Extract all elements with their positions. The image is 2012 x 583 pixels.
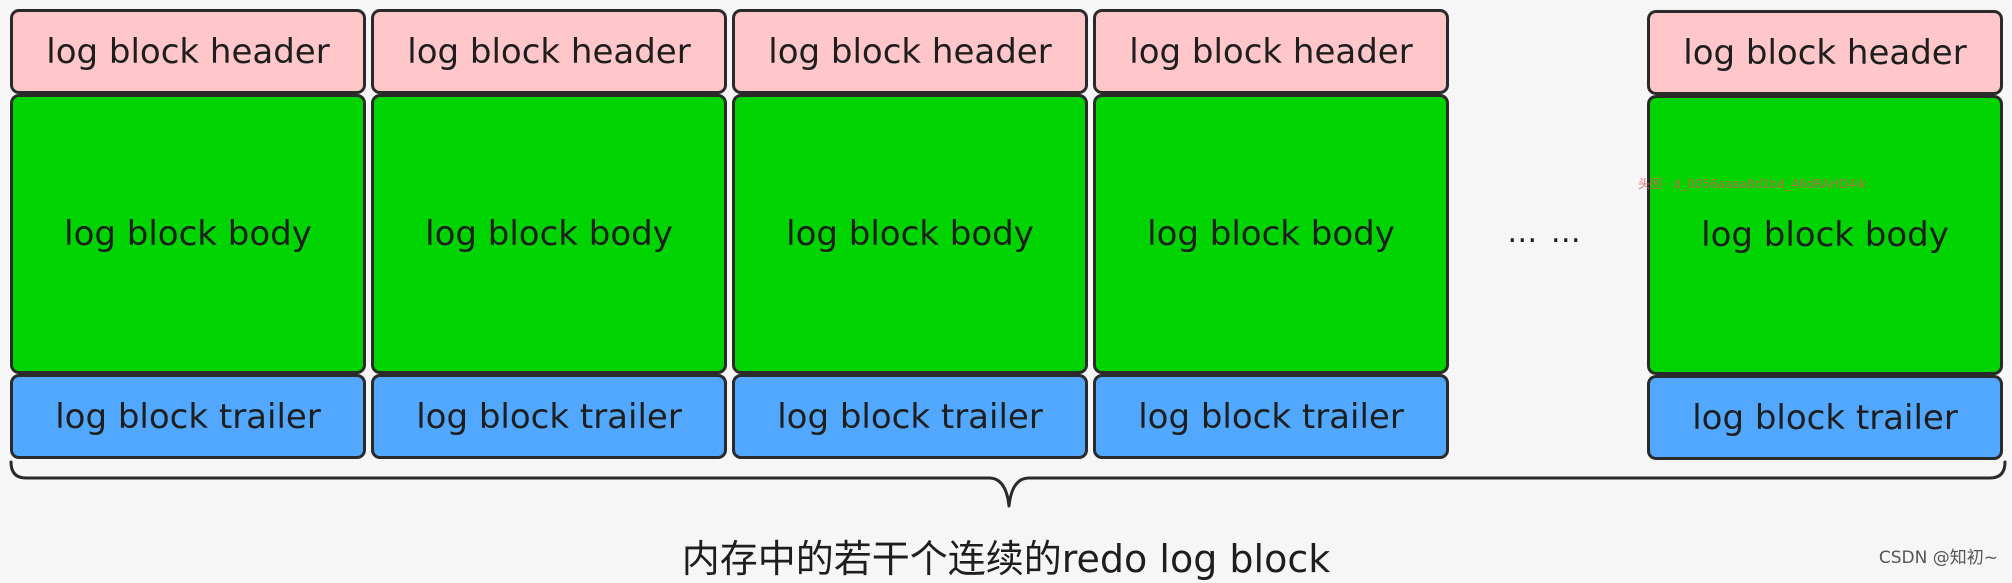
log-block-header: log block header [732,9,1088,94]
log-block-trailer: log block trailer [1093,374,1449,459]
log-block-trailer: log block trailer [1647,375,2003,460]
log-block-header: log block header [1093,9,1449,94]
ellipsis: … … [1507,215,1583,250]
log-block-body: log block body [10,94,366,374]
log-block-trailer: log block trailer [10,374,366,459]
watermark: CSDN @知初~ [1878,548,1998,568]
log-block-trailer: log block trailer [732,374,1088,459]
log-block-header: log block header [10,9,366,94]
log-block-body: log block body [732,94,1088,374]
log-block-header: log block header [371,9,727,94]
log-block-body: log block body [1647,95,2003,375]
log-block-trailer: log block trailer [371,374,727,459]
source-stamp: 头图 · d_0056aaaa8d1bd_46dRAHD4ik [1638,177,1867,191]
log-block-header: log block header [1647,10,2003,95]
caption: 内存中的若干个连续的redo log block [681,537,1331,581]
log-block-body: log block body [1093,94,1449,374]
log-block-body: log block body [371,94,727,374]
